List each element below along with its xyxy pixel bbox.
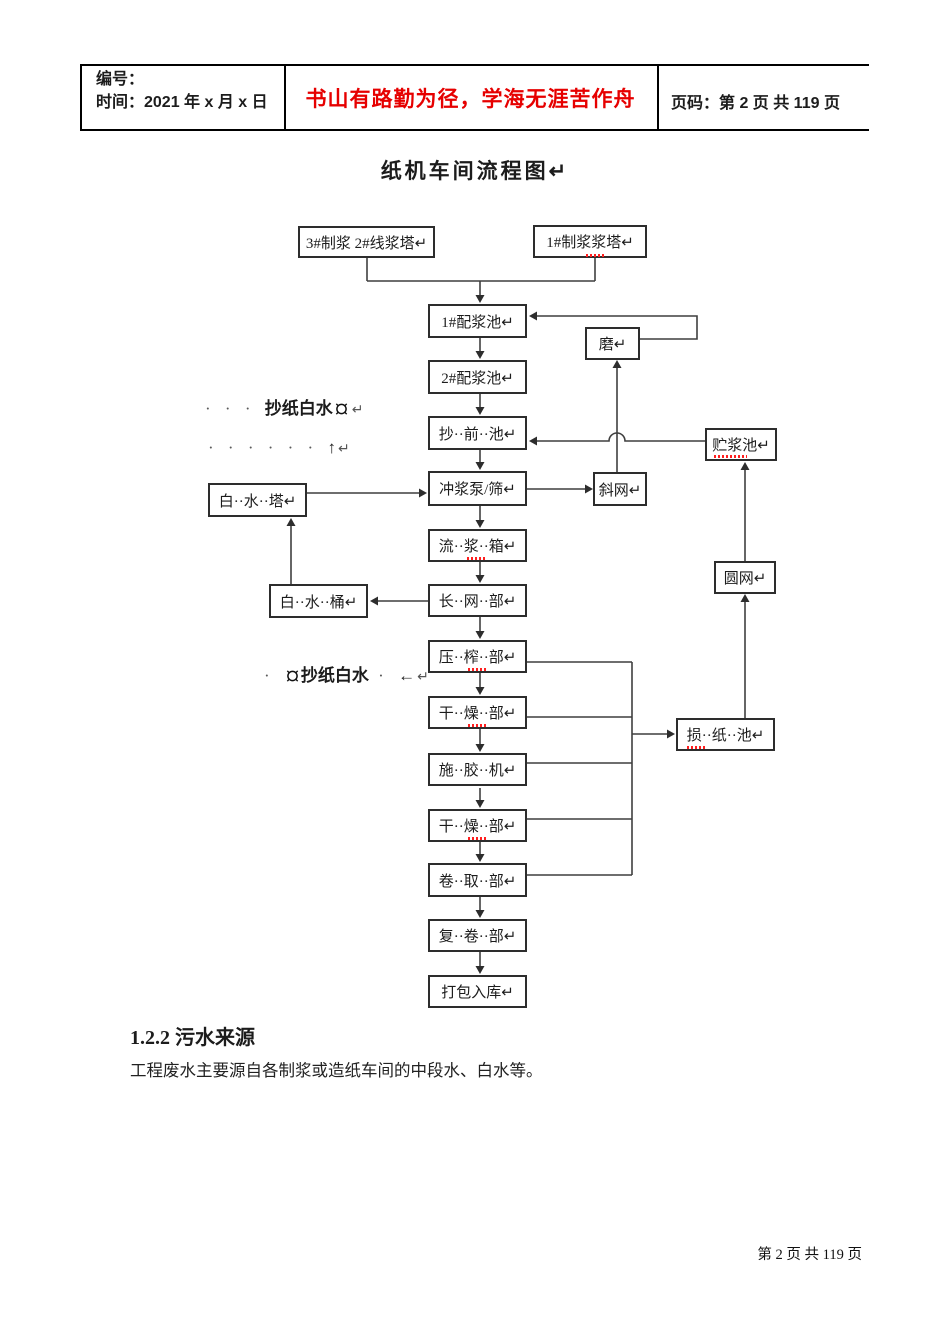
flow-box-dryer-section-2: 干··燥··部↵ xyxy=(428,809,527,842)
flow-box-pump-screen: 冲浆泵/筛↵ xyxy=(428,471,527,506)
flow-box-label: 1#制浆浆塔↵ xyxy=(546,235,634,251)
page-number-footer: 第 2 页 共 119 页 xyxy=(757,1247,862,1263)
flow-box-inclined-wire: 斜网↵ xyxy=(593,472,647,506)
flowchart-title: 纸机车间流程图↵ xyxy=(380,159,570,183)
leader-dots: · xyxy=(264,666,284,685)
leader-dots: · xyxy=(368,666,399,685)
flow-box-white-water-tower: 白··水··塔↵ xyxy=(208,483,307,517)
spellcheck-squiggle xyxy=(687,746,706,749)
spellcheck-squiggle xyxy=(468,668,488,671)
flow-box-label: 长··网··部↵ xyxy=(438,594,517,610)
spellcheck-squiggle xyxy=(467,557,487,560)
annotation-text: 抄纸白水 xyxy=(264,399,333,418)
spellcheck-squiggle xyxy=(468,724,488,727)
flow-box-pulp1-tower: 1#制浆浆塔↵ xyxy=(533,225,647,258)
doc-number-label: 编号： xyxy=(96,71,145,88)
spellcheck-squiggle xyxy=(468,837,488,840)
flow-box-fourdrinier-section: 长··网··部↵ xyxy=(428,584,527,617)
flow-box-label: 斜网↵ xyxy=(598,482,642,499)
flow-box-pack-warehouse: 打包入库↵ xyxy=(428,975,527,1008)
return-mark: ↵ xyxy=(337,442,350,457)
flow-box-size-press: 施··胶··机↵ xyxy=(428,753,527,786)
table-divider xyxy=(657,66,659,129)
flow-box-label: 白··水··塔↵ xyxy=(218,493,297,510)
flow-box-label: 干··燥··部↵ xyxy=(438,706,517,722)
flow-box-mix-pool-2: 2#配浆池↵ xyxy=(428,360,527,394)
flow-box-label: 复··卷··部↵ xyxy=(438,929,517,945)
flow-box-label: 压··榨··部↵ xyxy=(438,650,517,666)
flow-box-label: 磨↵ xyxy=(598,337,627,353)
up-arrow-glyph: ↑ xyxy=(327,438,336,457)
annotation-text: 抄纸白水 xyxy=(300,666,369,685)
flow-box-label: 3#制浆 2#线浆塔↵ xyxy=(305,235,428,252)
annotation-white-water-top: · · · 抄纸白水 ↵ xyxy=(205,394,363,419)
doc-date-label: 时间：2021 年 x 月 x 日 xyxy=(96,94,268,111)
flow-box-cylinder-wire: 圆网↵ xyxy=(714,561,776,594)
return-mark: ↵ xyxy=(417,670,429,685)
flow-box-broke-pool: 损··纸··池↵ xyxy=(676,718,775,751)
flow-box-label: 白··水··桶↵ xyxy=(279,594,358,611)
flow-box-dryer-section-1: 干··燥··部↵ xyxy=(428,696,527,729)
header-cell-meta: 编号： 时间：2021 年 x 月 x 日 xyxy=(96,68,268,114)
flow-box-label: 抄··前··池↵ xyxy=(438,426,517,443)
unknown-char-icon xyxy=(286,670,299,682)
flow-box-label: 圆网↵ xyxy=(723,571,767,587)
flow-box-pulp3-tower: 3#制浆 2#线浆塔↵ xyxy=(298,226,435,258)
flow-box-mix-pool-1: 1#配浆池↵ xyxy=(428,304,527,338)
table-divider xyxy=(284,66,286,129)
flow-box-label: 贮浆池↵ xyxy=(712,438,770,454)
header-page-info: 页码：第 2 页 共 119 页 xyxy=(671,94,840,112)
annotation-up-flow: · · · · · · ↑↵ xyxy=(208,438,350,458)
flow-box-press-section: 压··榨··部↵ xyxy=(428,640,527,673)
flow-box-refiner: 磨↵ xyxy=(585,327,640,360)
spellcheck-squiggle xyxy=(586,254,604,257)
flow-box-rewinder-section: 复··卷··部↵ xyxy=(428,919,527,952)
flow-box-white-water-barrel: 白··水··桶↵ xyxy=(269,584,368,618)
flow-box-headbox: 流··浆··箱↵ xyxy=(428,529,527,562)
leader-dots: · · · xyxy=(205,399,265,418)
section-heading: 1.2.2 污水来源 xyxy=(130,1027,255,1049)
flow-box-label: 2#配浆池↵ xyxy=(441,370,514,387)
section-body-text: 工程废水主要源自各制浆或造纸车间的中段水、白水等。 xyxy=(130,1061,543,1080)
leader-dots: · · · · · · xyxy=(208,438,328,457)
spellcheck-squiggle xyxy=(714,455,747,458)
flow-box-label: 打包入库↵ xyxy=(441,985,514,1001)
return-mark: ↵ xyxy=(351,403,364,418)
flow-box-label: 卷··取··部↵ xyxy=(438,873,517,890)
header-table: 编号： 时间：2021 年 x 月 x 日 书山有路勤为径，学海无涯苦作舟 页码… xyxy=(80,64,869,131)
flow-box-label: 冲浆泵/筛↵ xyxy=(439,482,516,498)
header-motto: 书山有路勤为径，学海无涯苦作舟 xyxy=(305,86,636,111)
flow-box-pre-forming-pool: 抄··前··池↵ xyxy=(428,416,527,450)
flow-box-label: 干··燥··部↵ xyxy=(438,819,517,835)
left-arrow-glyph: ← xyxy=(398,666,416,685)
flow-box-label: 流··浆··箱↵ xyxy=(438,539,517,555)
flow-box-label: 损··纸··池↵ xyxy=(686,728,765,744)
flow-box-reel-section: 卷··取··部↵ xyxy=(428,863,527,897)
annotation-white-water-bottom: · 抄纸白水 · ←↵ xyxy=(264,661,429,686)
flow-box-label: 施··胶··机↵ xyxy=(438,763,517,779)
unknown-char-icon xyxy=(335,403,347,415)
flow-box-label: 1#配浆池↵ xyxy=(441,314,514,331)
